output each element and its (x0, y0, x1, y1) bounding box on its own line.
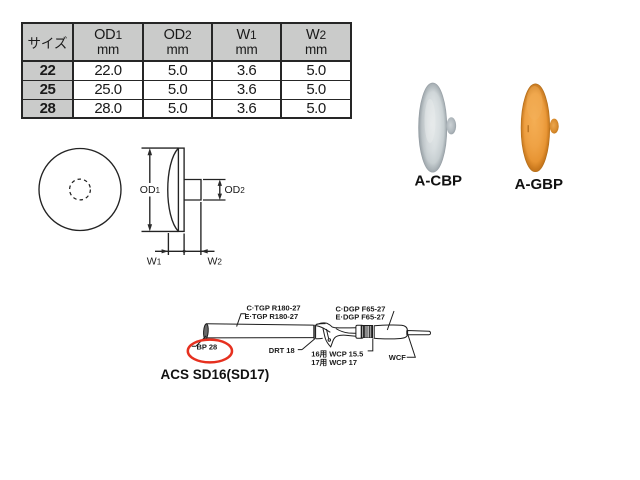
svg-text:C·DGP F65-27: C·DGP F65-27 (336, 305, 386, 314)
svg-text:17用 WCP 17: 17用 WCP 17 (311, 358, 357, 367)
svg-text:16用 WCP 15.5: 16用 WCP 15.5 (311, 350, 363, 359)
svg-text:E·TGP R180-27: E·TGP R180-27 (245, 312, 299, 321)
svg-text:A-GBP: A-GBP (515, 176, 563, 193)
svg-text:A-CBP: A-CBP (415, 173, 463, 190)
svg-text:W2: W2 (208, 256, 223, 268)
svg-text:W1: W1 (147, 256, 162, 268)
svg-text:DRT 18: DRT 18 (269, 346, 295, 355)
svg-text:WCF: WCF (389, 353, 406, 362)
svg-text:OD1: OD1 (140, 184, 161, 196)
svg-text:ACS SD16(SD17): ACS SD16(SD17) (161, 367, 270, 382)
svg-text:C·TGP R180-27: C·TGP R180-27 (247, 304, 301, 313)
svg-text:BP 28: BP 28 (197, 342, 218, 351)
svg-text:E·DGP F65-27: E·DGP F65-27 (336, 313, 385, 322)
svg-text:OD2: OD2 (225, 184, 246, 196)
